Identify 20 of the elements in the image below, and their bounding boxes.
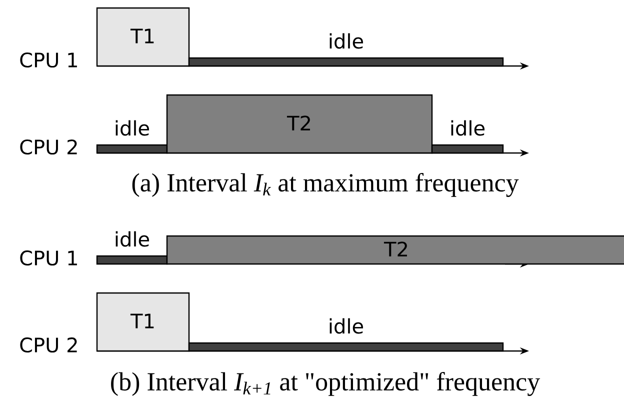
idle-bar [188,57,504,67]
cpu-label: CPU 2 [20,337,77,353]
cpu-label: CPU 1 [20,52,77,68]
task-box: T1 [96,292,190,352]
cpu-label: CPU 2 [20,139,77,155]
idle-label: idle [451,120,484,136]
idle-bar [431,144,504,154]
idle-label: idle [330,318,363,334]
caption: (b) Interval I$_{k+1}$ at "optimized" frequency [111,372,540,396]
idle-label: idle [330,33,363,49]
task-box: T2 [166,94,433,154]
task-box: T2 [166,235,624,265]
caption: (a) Interval I$_{k}$ at maximum frequency [132,173,519,197]
idle-bar [188,342,504,352]
idle-label: idle [116,231,150,247]
idle-label: idle [116,120,150,136]
cpu-label: CPU 1 [20,250,77,266]
task-box: T1 [96,7,190,67]
idle-bar [96,144,168,154]
idle-bar [96,255,168,265]
